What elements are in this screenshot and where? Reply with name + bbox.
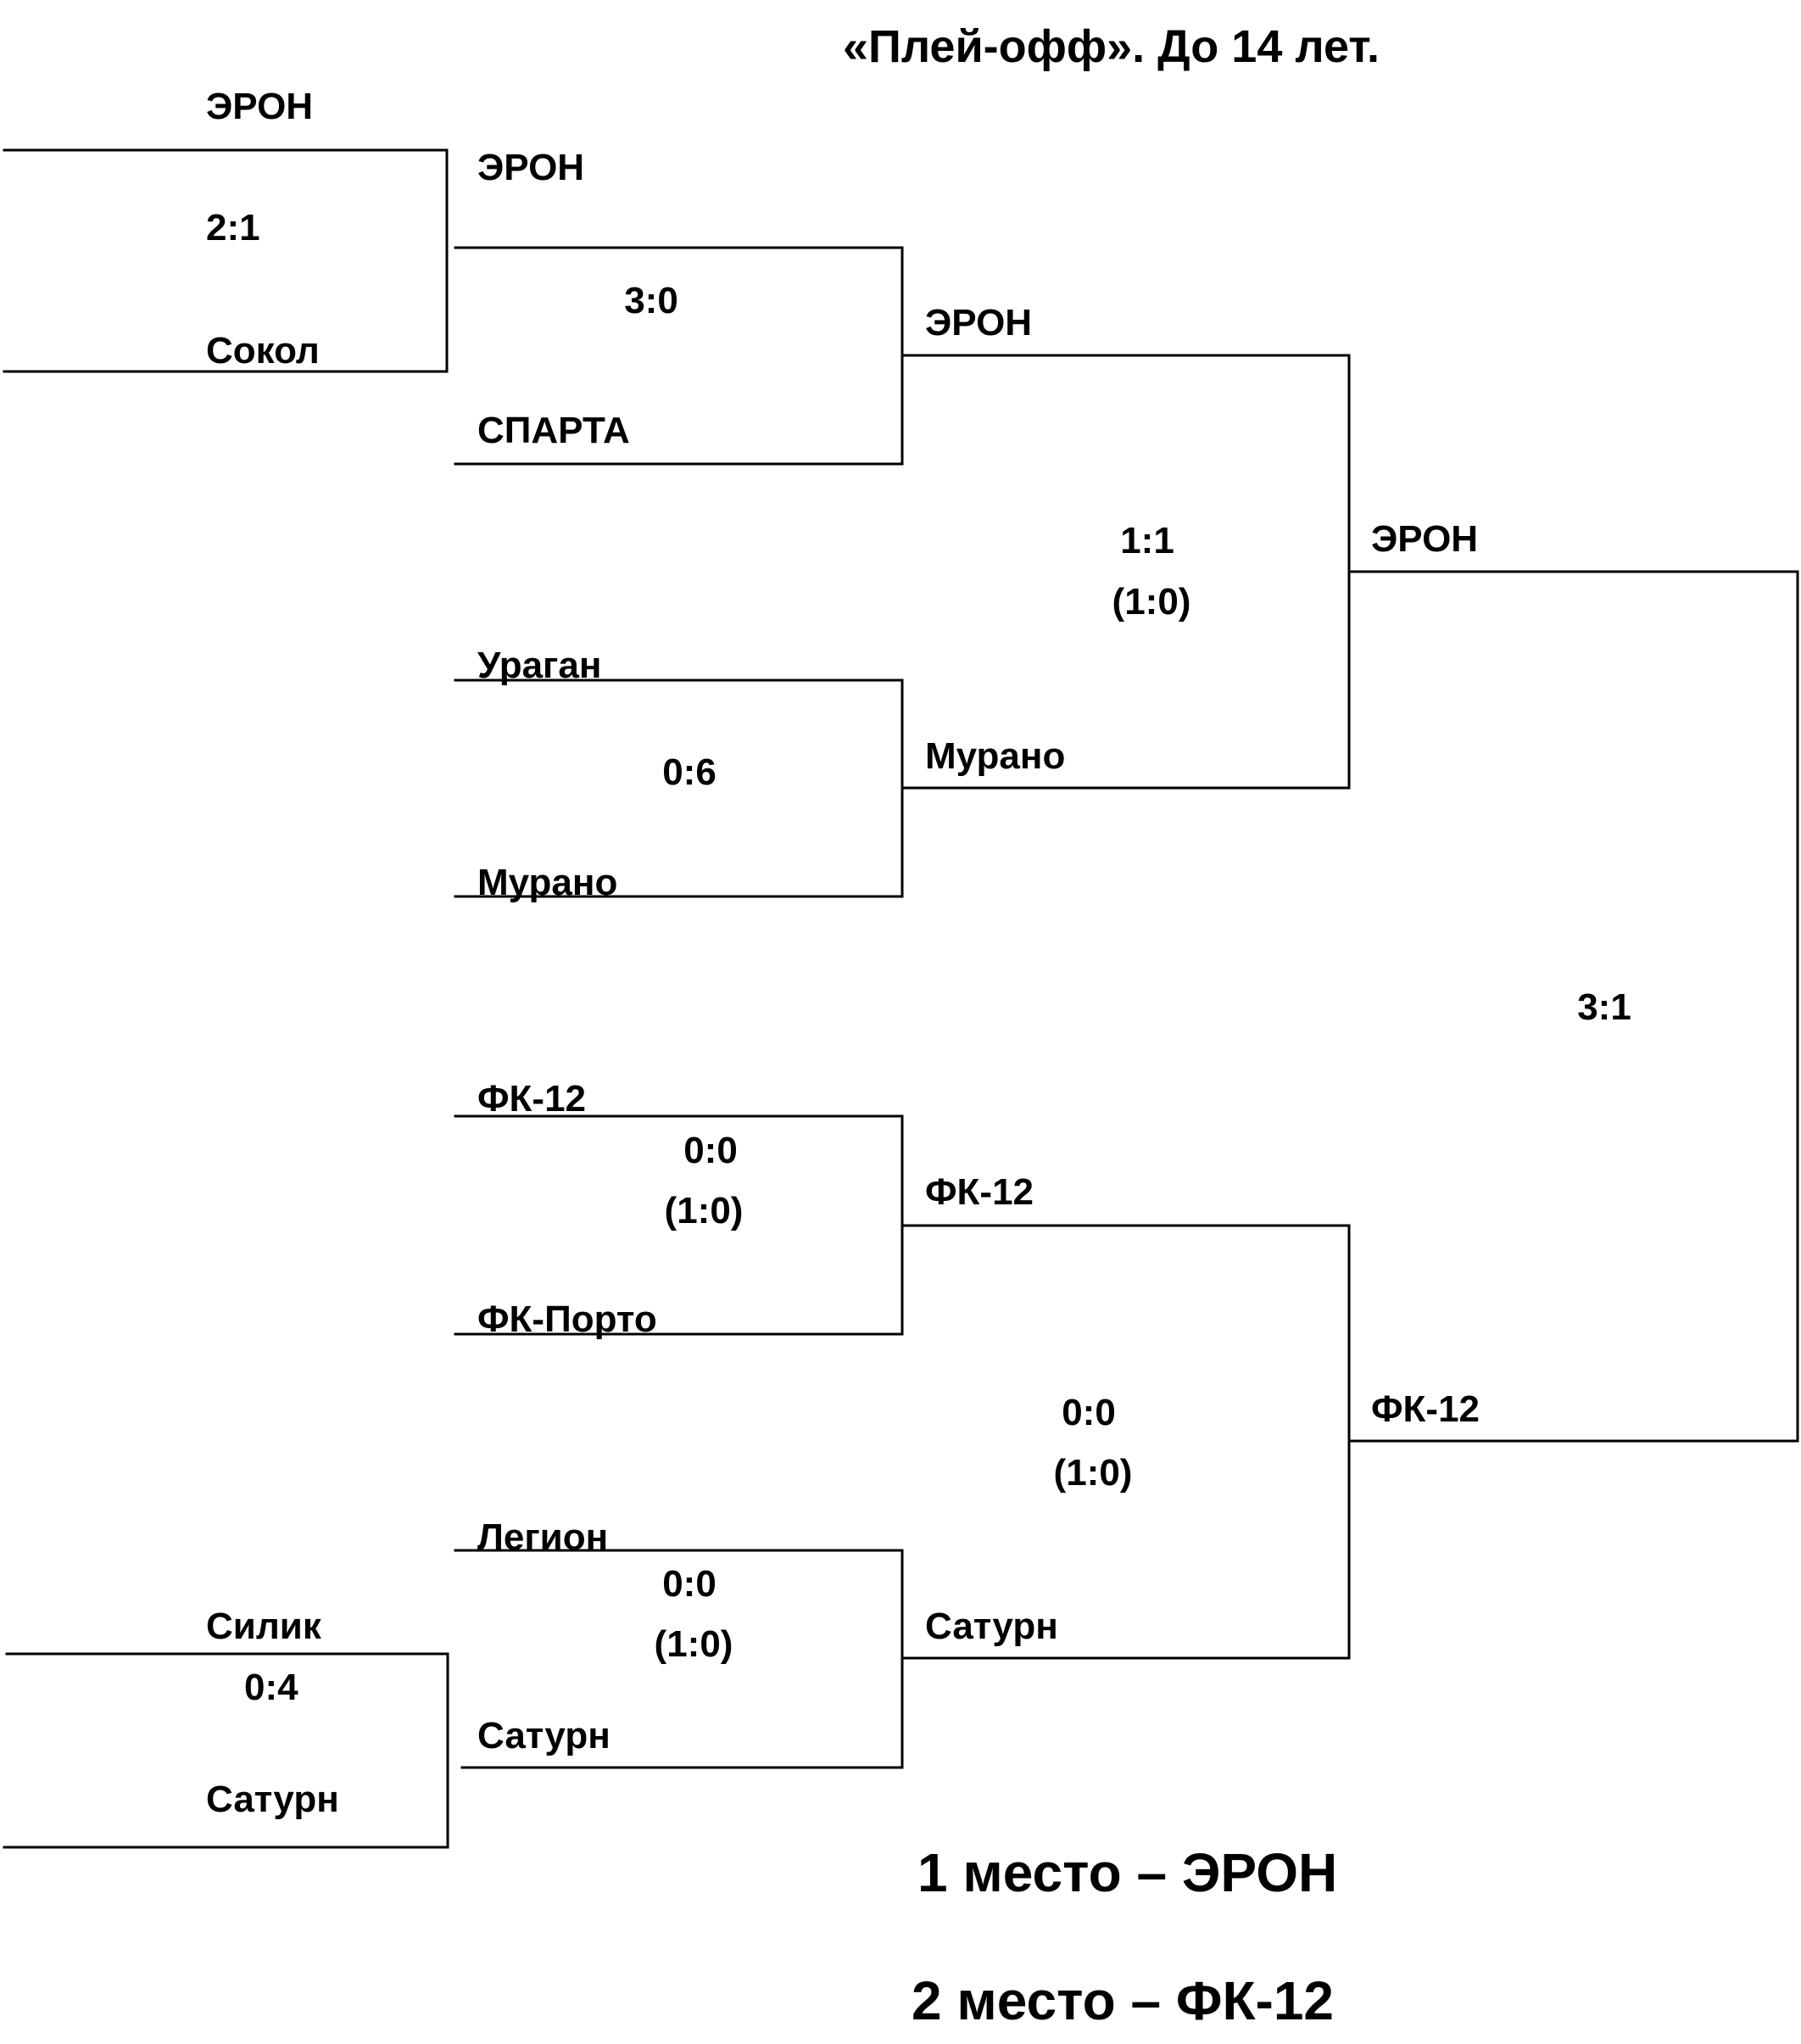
final-team1: ЭРОН [1371, 518, 1479, 560]
final-score: 3:1 [1577, 986, 1631, 1028]
second-place-result: 2 место – ФК-12 [912, 1970, 1334, 2031]
qf1-team1: ЭРОН [477, 147, 585, 188]
qf3-penalties: (1:0) [664, 1190, 744, 1231]
sf2-bracket [900, 1224, 1351, 1660]
sf2-team2: Сатурн [925, 1606, 1058, 1647]
first-place-result: 1 место – ЭРОН [917, 1842, 1338, 1903]
page-title: «Плей-офф». До 14 лет. [843, 21, 1380, 72]
sf1-score: 1:1 [1120, 520, 1174, 561]
qf2-team1: Ураган [477, 645, 602, 686]
sf1-team2: Мурано [925, 735, 1066, 777]
prelim-bottom-team1: Силик [206, 1606, 321, 1647]
sf2-score: 0:0 [1062, 1392, 1116, 1433]
prelim-bottom-team2: Сатурн [206, 1779, 339, 1820]
final-bracket [1347, 570, 1799, 1443]
sf1-penalties: (1:0) [1112, 581, 1191, 623]
qf1-team2: СПАРТА [477, 410, 630, 451]
prelim-bottom-bracket [3, 1652, 449, 1849]
sf1-bracket [900, 354, 1351, 790]
qf1-score: 3:0 [624, 280, 678, 321]
final-team2: ФК-12 [1371, 1388, 1480, 1430]
qf2-score: 0:6 [662, 751, 716, 793]
qf4-score: 0:0 [662, 1563, 716, 1605]
sf1-team1: ЭРОН [925, 302, 1033, 343]
qf4-penalties: (1:0) [654, 1623, 733, 1665]
sf2-team1: ФК-12 [925, 1171, 1034, 1213]
prelim-top-bracket [3, 148, 449, 373]
qf3-score: 0:0 [683, 1130, 738, 1171]
qf4-team2: Сатурн [477, 1715, 611, 1756]
sf2-penalties: (1:0) [1053, 1452, 1133, 1494]
prelim-bottom-score: 0:4 [244, 1667, 298, 1708]
qf3-team2: ФК-Порто [477, 1298, 657, 1340]
qf4-team1: Легион [477, 1516, 609, 1558]
qf3-team1: ФК-12 [477, 1078, 587, 1120]
prelim-top-team1: ЭРОН [206, 86, 314, 127]
qf2-team2: Мурано [477, 862, 618, 903]
prelim-top-score: 2:1 [206, 207, 260, 249]
prelim-top-team2: Сокол [206, 330, 320, 371]
